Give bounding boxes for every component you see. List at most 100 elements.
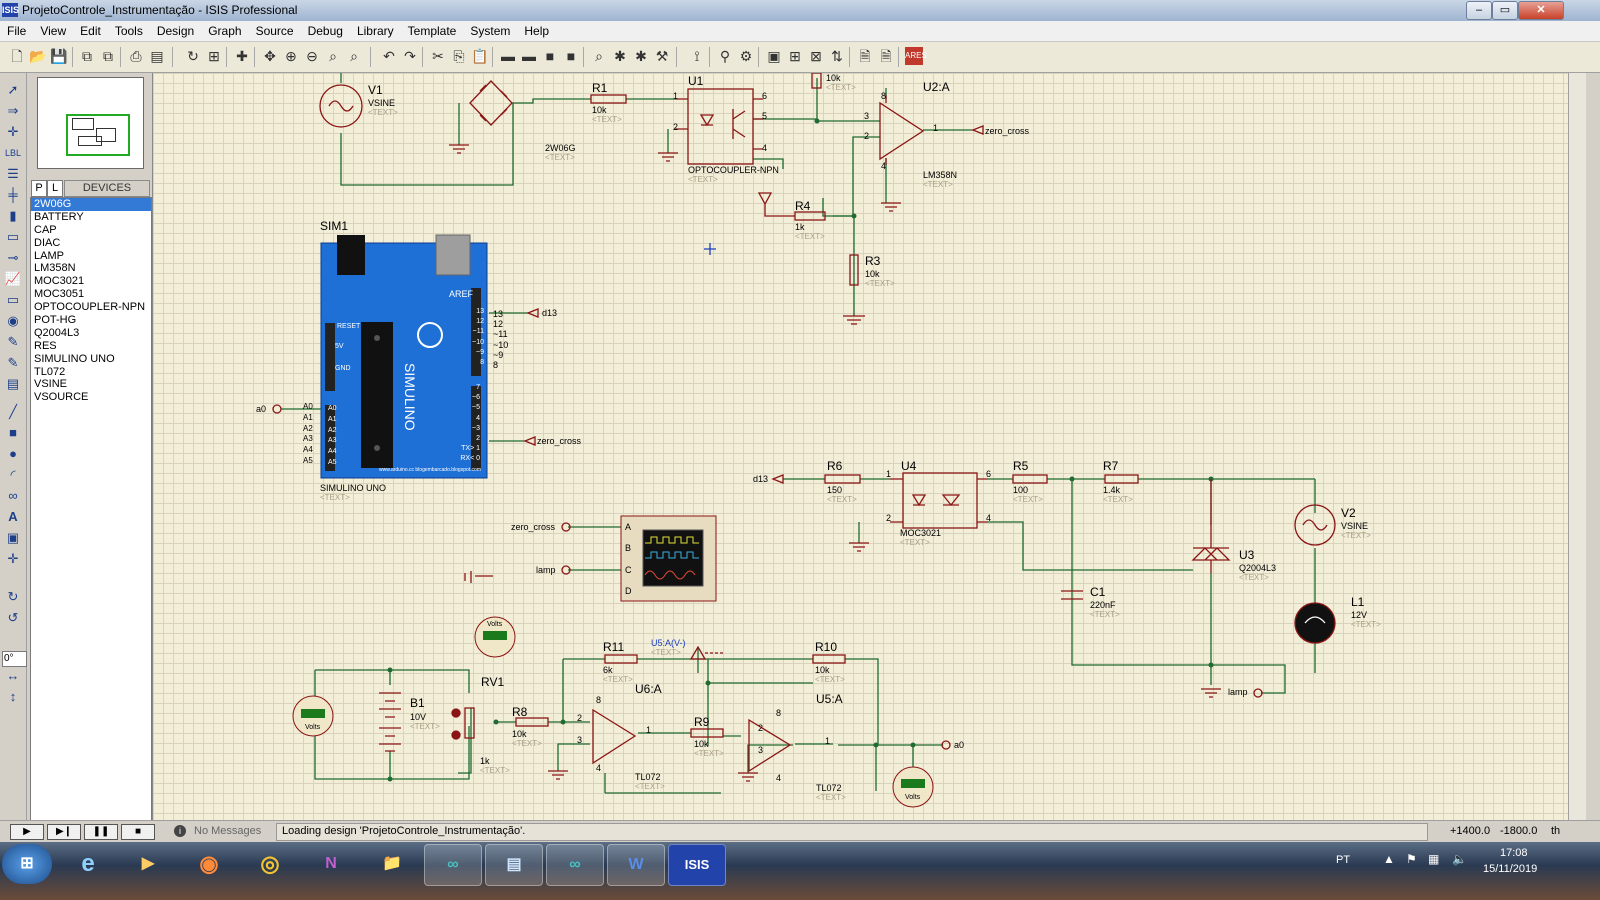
device-item[interactable]: Q2004L3 [34,326,80,339]
zoom-out-icon[interactable]: ⊖ [306,48,318,64]
internet-explorer-icon[interactable]: e [81,850,95,877]
origin-icon[interactable]: ✚ [236,48,248,64]
isis-icon[interactable]: ISIS [668,844,726,886]
grid-icon[interactable]: ⊞ [208,48,220,64]
arduino-icon[interactable]: ∞ [546,844,604,886]
menu-file[interactable]: File [7,24,27,38]
vertical-scrollbar[interactable] [1568,73,1586,820]
onenote-icon[interactable]: N [325,855,337,872]
terminals-icon[interactable]: ▭ [6,229,20,244]
block-delete-icon[interactable]: ■ [566,48,576,64]
block-rotate-icon[interactable]: ■ [545,48,555,64]
step-button[interactable]: ▶❙ [47,824,81,840]
device-item[interactable]: MOC3021 [34,275,85,288]
action-center-icon[interactable]: ⚑ [1406,852,1417,866]
tape-recorder-icon[interactable]: ▭ [6,292,20,307]
menu-source[interactable]: Source [255,24,294,38]
ares-netlist-icon[interactable]: ARES [905,47,927,65]
menu-view[interactable]: View [40,24,67,38]
start-button[interactable]: ⊞ [2,844,52,884]
text-script-icon[interactable]: ☰ [7,166,19,181]
generator-mode-icon[interactable]: ◉ [7,313,19,328]
schematic-canvas[interactable]: V1 VSINE <TEXT> 2W06G <TEXT> R1 10k <TEX… [152,73,1569,820]
devices-list[interactable]: 2W06G BATTERY CAP DIAC LAMP LM358N MOC30… [30,197,152,821]
print-icon[interactable]: ⎙ [130,48,142,64]
photo-viewer-icon[interactable]: ▤ [485,844,543,886]
device-item[interactable]: SIMULINO UNO [34,352,115,365]
property-tool-icon[interactable]: ⚙ [739,48,753,64]
block-copy-icon[interactable]: ▬ [501,48,515,64]
zoom-area-icon[interactable]: ⌕ [350,48,358,64]
pan-icon[interactable]: ✥ [264,48,276,64]
menu-system[interactable]: System [470,24,511,38]
show-hidden-icons[interactable]: ▲ [1383,852,1395,866]
pause-button[interactable]: ❚❚ [84,824,118,840]
device-item[interactable]: LAMP [34,249,64,262]
device-item[interactable]: LM358N [34,262,76,275]
subcircuit-icon[interactable]: ▮ [9,208,17,223]
device-item[interactable]: BATTERY [34,210,84,223]
messages-status[interactable]: No Messages [194,825,262,837]
device-pins-icon[interactable]: ⊸ [7,250,19,265]
remove-sheet-icon[interactable]: ⊠ [810,48,822,64]
menu-library[interactable]: Library [356,24,394,38]
import-icon[interactable]: ⧉ [82,48,92,64]
rotation-angle-field[interactable]: 0° [2,651,27,667]
menu-tools[interactable]: Tools [114,24,143,38]
pick-device-icon[interactable]: ⌕ [595,48,603,64]
block-move-icon[interactable]: ▬ [522,48,536,64]
path-tool-icon[interactable]: ∞ [8,488,18,503]
units[interactable]: th [1551,825,1561,837]
library-tab[interactable]: L [47,180,63,197]
device-item[interactable]: 2W06G [31,198,151,211]
circle-tool-icon[interactable]: ● [9,446,17,461]
copy-icon[interactable]: ⎘ [453,48,465,64]
arduino-icon[interactable]: ∞ [424,844,482,886]
redo-icon[interactable]: ↷ [404,48,416,64]
chrome-icon[interactable]: ◎ [260,851,280,876]
arc-tool-icon[interactable]: ◜ [10,467,16,482]
decompose-icon[interactable]: ⚒ [655,48,669,64]
wire-autoroute-icon[interactable]: ⟟ [694,48,700,64]
text-tool-icon[interactable]: A [8,509,18,524]
component-mode-icon[interactable]: ⇒ [7,103,19,118]
device-item[interactable]: OPTOCOUPLER-NPN [34,301,146,314]
menu-graph[interactable]: Graph [208,24,242,38]
minimize-button[interactable]: – [1466,1,1492,20]
menu-edit[interactable]: Edit [80,24,101,38]
device-item[interactable]: DIAC [34,236,61,249]
electrical-rule-check-icon[interactable]: 🗎 [880,48,892,64]
menu-help[interactable]: Help [524,24,550,38]
print-area-icon[interactable]: ▤ [150,48,164,64]
zoom-in-icon[interactable]: ⊕ [285,48,297,64]
voltage-probe-icon[interactable]: ✎ [7,334,19,349]
close-button[interactable]: ✕ [1518,1,1564,20]
device-item[interactable]: VSOURCE [34,391,89,404]
symbol-tool-icon[interactable]: ▣ [6,530,20,545]
network-icon[interactable]: ▦ [1428,852,1440,866]
wire-label-icon[interactable]: LBL [4,148,21,158]
cut-icon[interactable]: ✂ [432,48,444,64]
graph-mode-icon[interactable]: 📈 [4,271,22,286]
zoom-all-icon[interactable]: ⌕ [329,48,337,64]
media-player-icon[interactable]: ▶ [141,855,155,872]
undo-icon[interactable]: ↶ [383,48,395,64]
add-sheet-icon[interactable]: ⊞ [789,48,801,64]
goto-sheet-icon[interactable]: ⇅ [831,48,843,64]
menu-template[interactable]: Template [407,24,457,38]
bill-of-materials-icon[interactable]: 🗎 [859,48,871,64]
play-button[interactable]: ▶ [10,824,44,840]
current-probe-icon[interactable]: ✎ [7,355,19,370]
device-item[interactable]: VSINE [34,378,68,391]
box-tool-icon[interactable]: ■ [9,425,17,440]
package-tool-icon[interactable]: ✱ [635,48,647,64]
line-tool-icon[interactable]: ╱ [9,404,17,419]
device-item[interactable]: POT-HG [34,314,77,327]
rotate-anticlockwise-icon[interactable]: ↺ [7,610,19,625]
save-icon[interactable]: 💾 [50,48,68,64]
bus-icon[interactable]: ╪ [8,187,18,202]
refresh-icon[interactable]: ↻ [187,48,199,64]
word-icon[interactable]: W [607,844,665,886]
marker-tool-icon[interactable]: ✛ [7,551,19,566]
pick-devices-tab[interactable]: P [31,180,47,197]
